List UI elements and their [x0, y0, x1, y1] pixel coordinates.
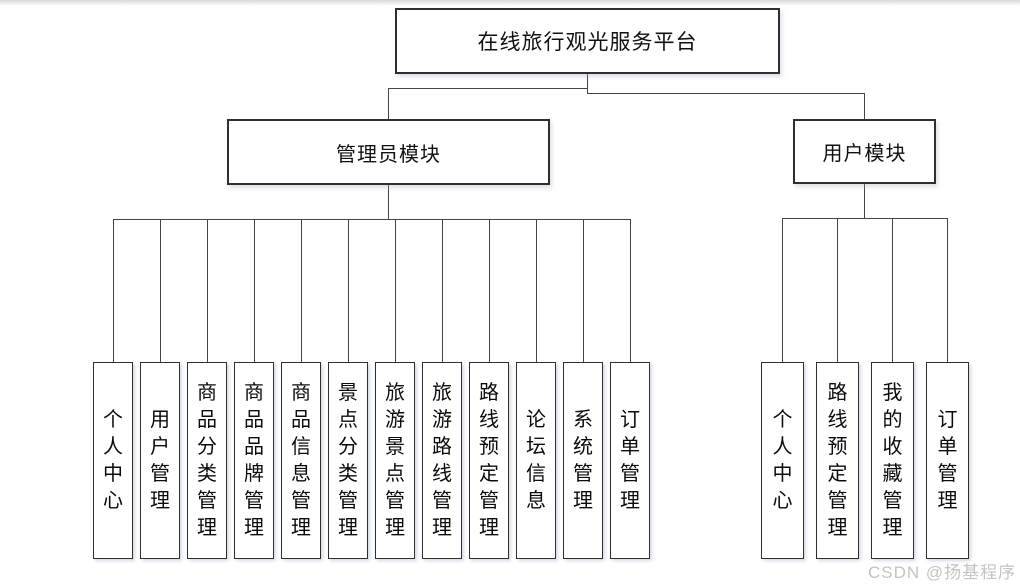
- node-label: 在线旅行观光服务平台: [477, 31, 698, 54]
- node-label: 我的收藏管理: [882, 381, 903, 539]
- node-admin-module: 管理员模块: [227, 119, 550, 185]
- node-admin-system-management: 系统管理: [563, 362, 603, 559]
- connector-line: [254, 219, 255, 362]
- node-label: 管理员模块: [336, 143, 441, 166]
- node-admin-personal-center: 个人中心: [93, 362, 133, 559]
- node-user-personal-center: 个人中心: [761, 362, 804, 559]
- connector-line: [489, 219, 490, 362]
- node-label: 商品分类管理: [197, 381, 217, 539]
- connector-line: [388, 185, 389, 219]
- connector-line: [587, 93, 865, 94]
- node-label: 旅游景点管理: [385, 381, 405, 539]
- node-user-my-favorites-management: 我的收藏管理: [871, 362, 914, 559]
- connector-line: [113, 219, 631, 220]
- node-label: 用户管理: [150, 408, 170, 512]
- connector-line: [892, 218, 893, 362]
- node-label: 商品信息管理: [291, 381, 311, 539]
- connector-line: [388, 88, 389, 119]
- connector-line: [113, 219, 114, 362]
- top-edge-gradient: [0, 0, 1020, 6]
- node-label: 订单管理: [937, 408, 958, 512]
- connector-line: [864, 184, 865, 218]
- connector-line: [536, 219, 537, 362]
- connector-line: [395, 219, 396, 362]
- connector-line: [864, 93, 865, 119]
- connector-line: [348, 219, 349, 362]
- node-admin-product-category-management: 商品分类管理: [187, 362, 227, 559]
- node-label: 路线预定管理: [827, 381, 848, 539]
- connector-line: [587, 74, 588, 93]
- connector-line: [837, 218, 838, 362]
- node-label: 论坛信息: [526, 408, 546, 512]
- node-admin-user-management: 用户管理: [140, 362, 180, 559]
- node-admin-route-booking-management: 路线预定管理: [469, 362, 509, 559]
- connector-line: [782, 218, 783, 362]
- node-user-module: 用户模块: [793, 119, 936, 184]
- node-admin-product-info-management: 商品信息管理: [281, 362, 321, 559]
- node-label: 路线预定管理: [479, 381, 499, 539]
- node-root-platform: 在线旅行观光服务平台: [395, 8, 780, 74]
- node-label: 旅游路线管理: [432, 381, 452, 539]
- node-label: 用户模块: [822, 143, 907, 165]
- node-label: 订单管理: [620, 408, 640, 512]
- connector-line: [630, 219, 631, 362]
- node-label: 景点分类管理: [338, 381, 358, 539]
- node-user-order-management: 订单管理: [926, 362, 969, 559]
- connector-line: [160, 219, 161, 362]
- node-user-route-booking-management: 路线预定管理: [816, 362, 859, 559]
- connector-line: [301, 219, 302, 362]
- node-admin-product-brand-management: 商品品牌管理: [234, 362, 274, 559]
- node-admin-attraction-category-management: 景点分类管理: [328, 362, 368, 559]
- connector-line: [442, 219, 443, 362]
- node-label: 商品品牌管理: [244, 381, 264, 539]
- connector-line: [207, 219, 208, 362]
- node-label: 个人中心: [103, 408, 123, 512]
- node-admin-forum-info: 论坛信息: [516, 362, 556, 559]
- node-admin-travel-route-management: 旅游路线管理: [422, 362, 462, 559]
- connector-line: [782, 218, 947, 219]
- node-label: 系统管理: [573, 408, 593, 512]
- node-admin-tourist-attraction-management: 旅游景点管理: [375, 362, 415, 559]
- csdn-watermark: CSDN @扬基程序: [868, 563, 1017, 582]
- node-label: 个人中心: [772, 408, 793, 512]
- connector-line: [947, 218, 948, 362]
- connector-line: [583, 219, 584, 362]
- connector-line: [388, 88, 588, 89]
- node-admin-order-management: 订单管理: [610, 362, 650, 559]
